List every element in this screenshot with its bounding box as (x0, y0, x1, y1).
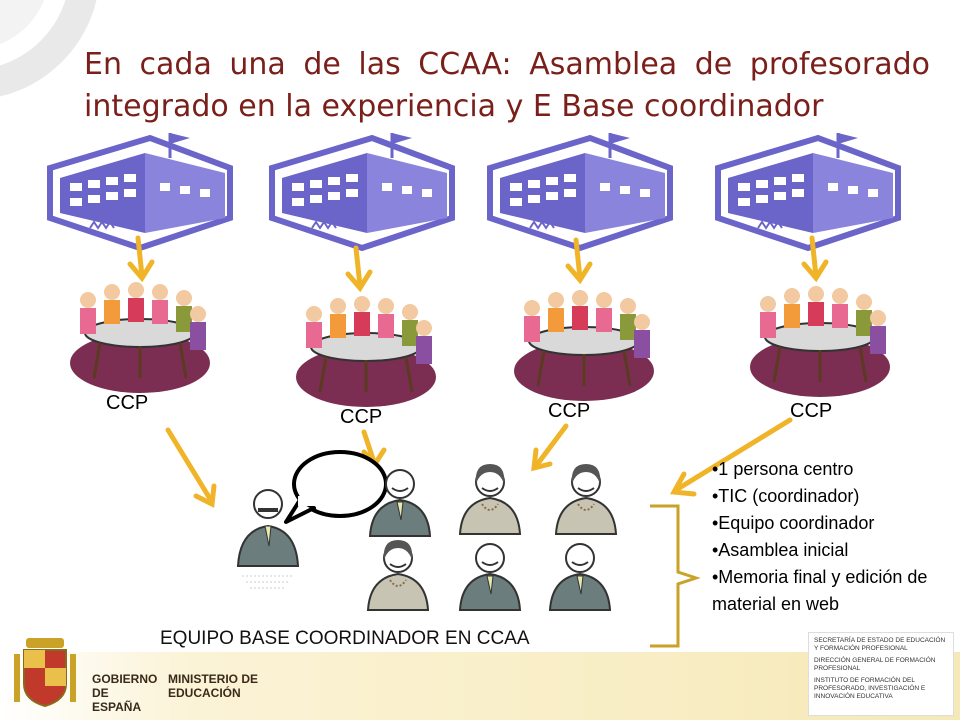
speech-bubble-icon (284, 450, 388, 524)
bracket-icon (650, 504, 701, 648)
instituto-label: INSTITUTO DE FORMACIÓN DEL PROFESORADO, … (814, 677, 926, 700)
school-icon (50, 133, 230, 248)
direccion-label: DIRECCIÓN GENERAL DE FORMACIÓN PROFESION… (814, 657, 936, 672)
bullet-item: •Asamblea inicial (712, 540, 849, 560)
arrow-to-team-icon (669, 417, 793, 497)
person-man-icon (459, 543, 521, 611)
bullet-item: •1 persona centro (712, 459, 854, 479)
arrow-to-team-icon (165, 427, 217, 508)
meeting-icon (512, 288, 656, 403)
gobierno-label: GOBIERNO DE ESPAÑA (92, 672, 158, 714)
institution-logo: SECRETARÍA DE ESTADO DE EDUCACIÓN Y FORM… (808, 632, 954, 716)
school-icon (272, 133, 452, 248)
arrow-to-team-icon (531, 423, 569, 472)
meeting-icon (68, 280, 212, 395)
bullet-item: •TIC (coordinador) (712, 486, 860, 506)
ccp-label: CCP (548, 400, 591, 422)
ccp-label: CCP (340, 406, 383, 428)
slide-title: En cada una de las CCAA: Asamblea de pro… (84, 47, 930, 124)
person-woman-icon (367, 539, 429, 611)
secretaria-label: SECRETARÍA DE ESTADO DE EDUCACIÓN Y FORM… (814, 637, 946, 652)
person-woman-icon (555, 463, 617, 535)
meeting-icon (748, 284, 892, 399)
ccp-label: CCP (790, 400, 833, 422)
bullet-item: •Memoria final y edición de material en … (712, 567, 928, 614)
ccp-label: CCP (106, 392, 149, 414)
team-label: EQUIPO BASE COORDINADOR EN CCAA (160, 628, 530, 649)
ministerio-label: MINISTERIO DE EDUCACIÓN (168, 672, 259, 700)
person-woman-icon (459, 463, 521, 535)
speaker-person-icon (236, 489, 300, 589)
spain-crest-icon (14, 638, 76, 708)
school-icon (490, 133, 670, 248)
person-man-icon (549, 543, 611, 611)
footer-band (0, 652, 960, 720)
meeting-icon (294, 294, 438, 409)
school-icon (718, 133, 898, 248)
arrow-down-icon (348, 248, 370, 288)
bullet-item: •Equipo coordinador (712, 513, 875, 533)
bullet-list: •1 persona centro •TIC (coordinador) •Eq… (712, 456, 942, 618)
